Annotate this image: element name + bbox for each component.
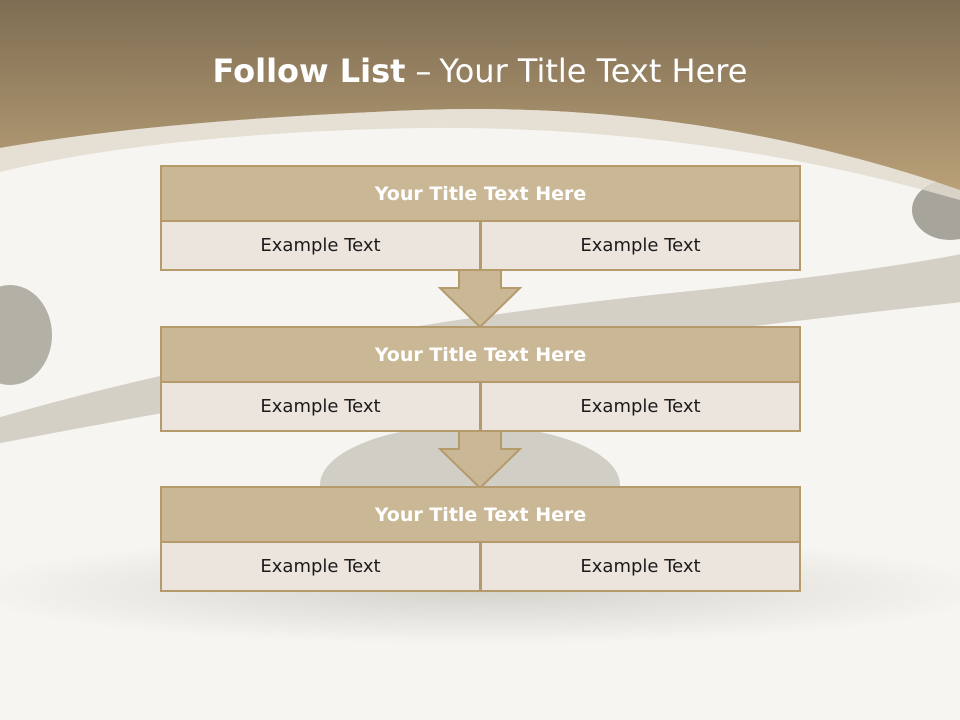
block-cell-right: Example Text bbox=[480, 222, 801, 271]
block-cell-left: Example Text bbox=[160, 383, 481, 432]
block-cell-left: Example Text bbox=[160, 222, 481, 271]
band-wave bbox=[0, 109, 960, 200]
flow-block-3: Your Title Text Here Example Text Exampl… bbox=[160, 486, 801, 592]
block-cell-left: Example Text bbox=[160, 543, 481, 592]
flow-block-2: Your Title Text Here Example Text Exampl… bbox=[160, 326, 801, 432]
block-header: Your Title Text Here bbox=[160, 486, 801, 543]
pebble-left bbox=[0, 285, 52, 385]
slide-title: Follow List–Your Title Text Here bbox=[0, 52, 960, 90]
block-header: Your Title Text Here bbox=[160, 326, 801, 383]
title-rest: Your Title Text Here bbox=[439, 52, 748, 90]
title-bold: Follow List bbox=[212, 52, 406, 90]
title-separator: – bbox=[415, 52, 432, 90]
flow-block-1: Your Title Text Here Example Text Exampl… bbox=[160, 165, 801, 271]
block-header: Your Title Text Here bbox=[160, 165, 801, 222]
down-arrow-1 bbox=[437, 269, 523, 329]
down-arrow-2 bbox=[437, 430, 523, 490]
block-cell-right: Example Text bbox=[480, 383, 801, 432]
block-cell-right: Example Text bbox=[480, 543, 801, 592]
header-band bbox=[0, 0, 960, 190]
